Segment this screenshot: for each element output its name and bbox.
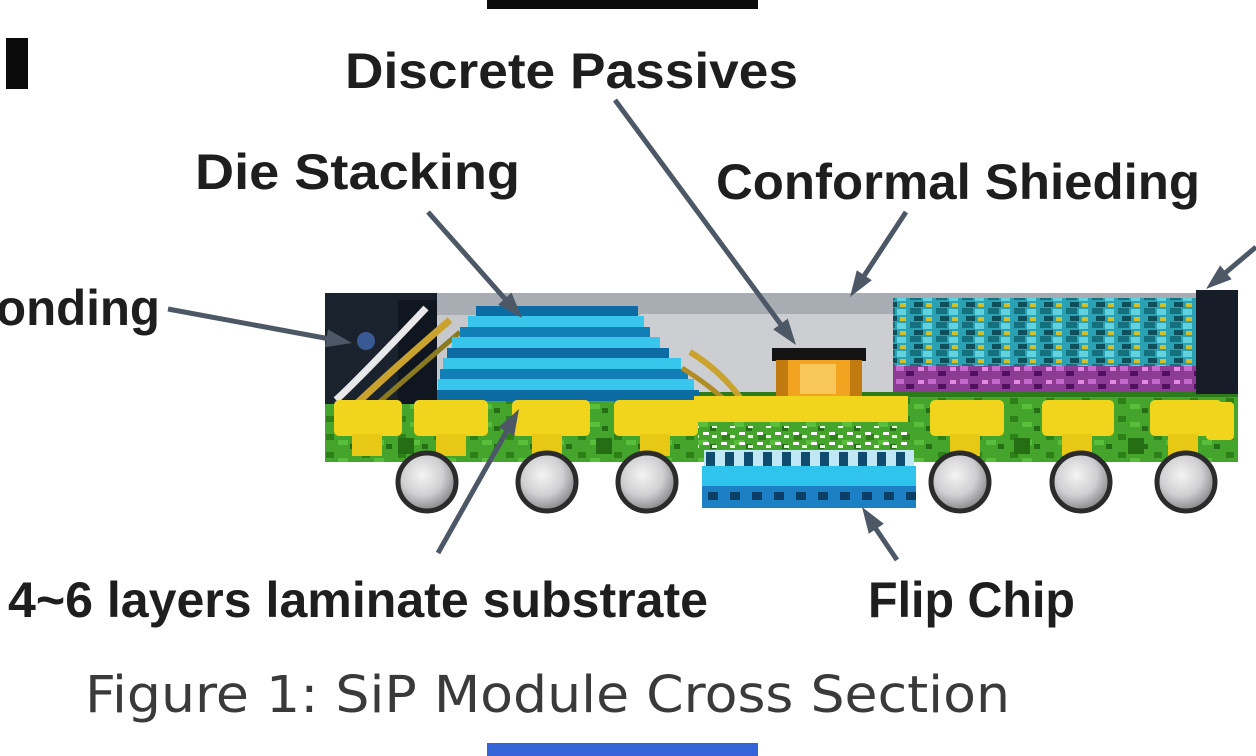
label-conformal-shielding: Conformal Shieding [716, 154, 1200, 210]
wire-bonding-arrow [167, 306, 352, 348]
solder-balls [395, 450, 1218, 514]
discrete-passives-arrow [612, 98, 796, 345]
solder-pad [1206, 402, 1234, 440]
solder-pad [414, 400, 488, 436]
die-layer [447, 348, 669, 358]
solder-pad-leg [1168, 434, 1198, 456]
passive-body-shade-right [850, 360, 862, 398]
cropped-bottom-blue-bar [487, 743, 758, 756]
laminate-substrate-arrow [435, 409, 519, 555]
solder-ball [515, 450, 579, 514]
flip-chip-bumps [704, 450, 914, 468]
conformal-shielding-arrow [850, 210, 909, 297]
pad-gap-dot [1128, 438, 1144, 454]
cropped-top-bar [487, 0, 758, 9]
stack-bond-wire-right-1 [688, 349, 745, 402]
via-speckle-zone [698, 426, 908, 452]
solder-ball [1154, 450, 1218, 514]
memory-die-texture [893, 298, 1196, 368]
wire-bond-block [325, 293, 462, 414]
right-mold-block [1196, 290, 1238, 394]
label-discrete-passives: Discrete Passives [345, 43, 798, 99]
annotation-arrows [167, 98, 1256, 562]
callout-labels: Discrete Passives Die Stacking Conformal… [0, 43, 1200, 725]
die-layer [437, 390, 699, 401]
die-stacking-arrow [426, 210, 522, 318]
solder-pad-leg [1062, 434, 1092, 456]
passive-body-highlight [800, 364, 836, 394]
die-layer [452, 337, 660, 348]
solder-pad [930, 400, 1004, 436]
label-laminate-substrate: 4~6 layers laminate substrate [8, 572, 708, 628]
flip-chip-die [702, 450, 916, 508]
solder-pads [334, 396, 1234, 456]
cropped-top-left-square [6, 38, 28, 89]
flip-chip-body [702, 466, 916, 488]
solder-ball [928, 450, 992, 514]
solder-pad-leg [532, 434, 562, 456]
solder-pad-leg [352, 434, 382, 456]
bond-wire-white [333, 305, 429, 403]
die-layer [476, 306, 638, 316]
pad-gap-dot [398, 438, 414, 454]
figure-caption: Figure 1: SiP Module Cross Section [85, 666, 1010, 725]
solder-pad-leg [640, 434, 670, 456]
solder-pad [614, 400, 698, 436]
label-die-stacking: Die Stacking [195, 144, 520, 200]
bond-target-dot [357, 332, 375, 350]
die-layer [460, 327, 650, 337]
memory-die-block [893, 298, 1196, 392]
flip-chip-backside-texture [702, 486, 916, 508]
solder-pad [1150, 400, 1222, 436]
solder-pad [512, 400, 590, 436]
solder-pad-leg [950, 434, 980, 456]
solder-pad [334, 400, 402, 436]
right-edge-arrow [1206, 245, 1256, 289]
solder-ball [395, 450, 459, 514]
center-pad-band [694, 396, 908, 422]
die-layer [443, 358, 681, 369]
pad-gap-dot [596, 438, 612, 454]
die-layer [468, 316, 644, 327]
passive-body-shade-left [776, 360, 788, 398]
label-wire-bonding-cropped: onding [0, 280, 160, 336]
die-stack [437, 306, 745, 405]
flip-chip-arrow [862, 507, 900, 562]
die-layer [438, 379, 694, 390]
solder-pad-leg [436, 434, 466, 456]
solder-ball [1049, 450, 1113, 514]
bond-wire-gold-1 [349, 317, 453, 411]
solder-pad [1042, 400, 1114, 436]
label-flip-chip: Flip Chip [868, 572, 1075, 628]
sip-module-illustration [325, 290, 1238, 514]
memory-interposer-texture [893, 366, 1196, 392]
crop-artifacts [6, 0, 758, 756]
passive-top-cap [772, 348, 866, 361]
pad-gap-dot [1014, 438, 1030, 454]
die-layer [440, 369, 688, 379]
solder-ball [615, 450, 679, 514]
